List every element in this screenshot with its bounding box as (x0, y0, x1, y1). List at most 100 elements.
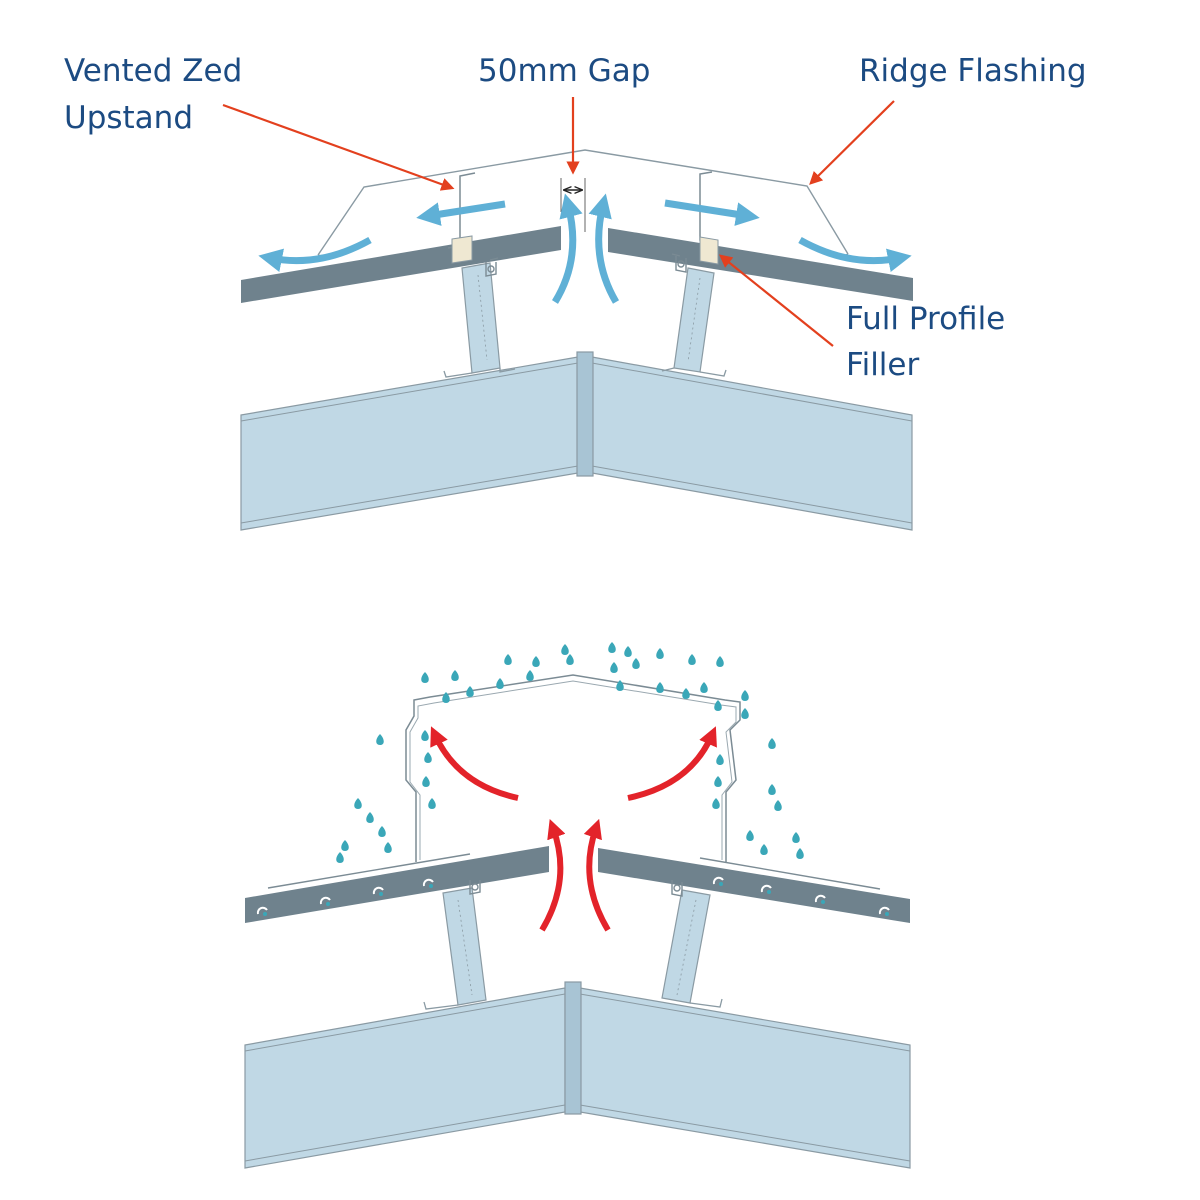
condensation-dot (821, 900, 825, 904)
water-drop-icon (532, 656, 540, 667)
condensation-dot (885, 912, 889, 916)
purlin-right (661, 267, 727, 377)
water-drop-icon (616, 680, 624, 691)
condensation-mark (814, 894, 826, 903)
airflow-arrow (416, 200, 506, 226)
airflow-arrow (588, 193, 620, 304)
callout-arrow-ridge (809, 100, 895, 185)
water-drop-icon (712, 798, 720, 809)
roof-sheet-right (608, 228, 913, 301)
apex-plate (564, 981, 582, 1115)
water-drop-icon (632, 658, 640, 669)
airflow-arrow (552, 193, 583, 304)
water-drop-icon (504, 654, 512, 665)
water-drop-icon (442, 692, 450, 703)
water-drop-icon (656, 682, 664, 693)
condensation-dot (326, 902, 330, 906)
profile-filler-right (699, 236, 719, 265)
condensation-dot (429, 884, 433, 888)
warm-air-arrow (430, 726, 519, 801)
ridge-flashing (317, 149, 849, 256)
water-drop-icon (774, 800, 782, 811)
label-gap: 50mm Gap (478, 53, 651, 89)
water-drop-icon (760, 844, 768, 855)
water-drop-icon (610, 662, 618, 673)
airflow-arrow (258, 236, 372, 272)
purlin-right (661, 889, 723, 1008)
water-drop-icon (700, 682, 708, 693)
top-ridge-detail (222, 97, 913, 531)
water-drop-icon (624, 646, 632, 657)
water-drop-icon (466, 686, 474, 697)
water-drop-icon (428, 798, 436, 809)
fixing-clip-right (671, 880, 683, 897)
water-drop-icon (366, 812, 374, 823)
water-drop-icon (384, 842, 392, 853)
water-drop-icon (656, 648, 664, 659)
water-drop-icon (378, 826, 386, 837)
water-drop-icon (566, 654, 574, 665)
water-drop-icon (714, 700, 722, 711)
water-drop-icon (451, 670, 459, 681)
water-drop-icon (421, 730, 429, 741)
roof-sheet-left (241, 226, 561, 303)
condensation-dot (767, 890, 771, 894)
water-drop-icon (714, 776, 722, 787)
condensation-dot (379, 892, 383, 896)
label-ridge-flashing: Ridge Flashing (859, 53, 1087, 89)
ridge-cap-inner (409, 680, 737, 860)
water-drop-icon (688, 654, 696, 665)
water-drop-icon (741, 708, 749, 719)
rafter-beam-left (244, 987, 566, 1169)
callout-arrow-zed (222, 103, 455, 191)
water-drop-icon (716, 656, 724, 667)
purlin-left (443, 262, 516, 378)
roof-sheet-right (598, 848, 910, 923)
water-drop-icon (768, 784, 776, 795)
callout-arrows (222, 97, 895, 347)
condensation-mark (319, 896, 331, 905)
purlin-left (423, 887, 487, 1010)
condensation-mark (256, 906, 268, 915)
rafter-beam-left (240, 356, 579, 531)
water-drop-icon (768, 738, 776, 749)
warm-air-arrow (539, 818, 566, 932)
water-drop-icon (526, 670, 534, 681)
condensation-mark (760, 884, 772, 893)
water-drop-icon (336, 852, 344, 863)
airflow-arrow (798, 236, 912, 272)
label-vented-zed-line1: Vented Zed (64, 53, 243, 89)
water-drop-icon (796, 848, 804, 859)
water-drop-icon (496, 678, 504, 689)
bottom-ridge-detail (244, 642, 911, 1169)
apex-plate (576, 351, 594, 477)
callout-arrow-filler (718, 254, 834, 347)
water-drop-icon (421, 672, 429, 683)
fixing-clip-right (671, 253, 687, 273)
condensation-dot (263, 912, 267, 916)
water-drop-icon (376, 734, 384, 745)
ridge-cap-flashing (405, 674, 741, 862)
water-drop-icon (682, 688, 690, 699)
water-drop-icon (341, 840, 349, 851)
water-drop-icon (422, 776, 430, 787)
condensation-mark (422, 878, 434, 887)
profile-filler-left (451, 235, 473, 264)
condensation-mark (372, 886, 384, 895)
fixing-clip-left (469, 880, 481, 895)
water-drop-icon (561, 644, 569, 655)
condensation-mark (878, 906, 890, 915)
condensation-dot (719, 882, 723, 886)
sheet-condensation-marks (256, 876, 890, 916)
condensation-mark (712, 876, 724, 885)
warm-air-arrows (430, 726, 717, 932)
label-filler-line1: Full Profile (846, 301, 1006, 337)
water-drop-icon (746, 830, 754, 841)
sheet-lap-right (699, 857, 881, 890)
airflow-arrow (664, 199, 760, 226)
water-drop-icon (354, 798, 362, 809)
label-vented-zed-line2: Upstand (64, 100, 193, 136)
sheet-lap-left (267, 853, 471, 889)
rafter-beam-right (579, 987, 911, 1169)
